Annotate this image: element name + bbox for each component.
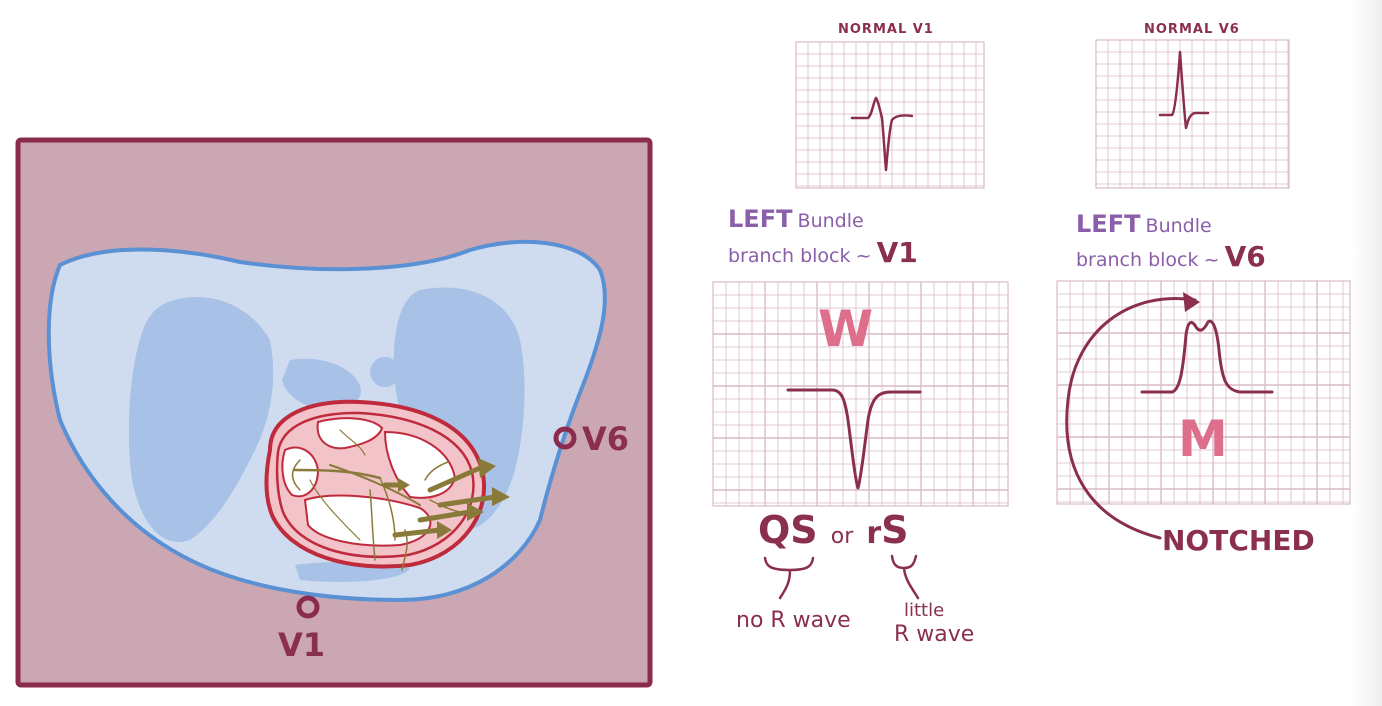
lbbb-v1-subheading: branch block ~ V1 <box>728 236 918 269</box>
lbbb-v6-bundle-word: Bundle <box>1145 215 1212 237</box>
lbbb-v6-subheading: branch block ~ V6 <box>1076 240 1266 273</box>
lbbb-v6-waveform <box>1140 319 1274 394</box>
lbbb-v1-tilde: ~ <box>855 245 872 267</box>
qs-brace <box>763 556 815 600</box>
right-ventricle-cavity <box>316 417 384 450</box>
lbbb-v1-left-word: LEFT <box>728 205 793 233</box>
big-s-text: S <box>881 508 909 552</box>
v6-electrode-label: V6 <box>582 420 630 458</box>
normal-v1-waveform <box>850 96 914 172</box>
lbbb-v1-lead: V1 <box>876 236 918 269</box>
left-atrium-cavity <box>281 446 320 498</box>
left-lung <box>128 296 274 542</box>
lbbb-v1-waveform <box>786 388 922 490</box>
w-letter: W <box>818 300 874 358</box>
no-r-wave-note: no R wave <box>736 608 851 633</box>
notch-pointer-arrow <box>1065 297 1197 540</box>
mediastinum <box>282 358 361 410</box>
lbbb-v6-lead: V6 <box>1224 240 1266 273</box>
v1-electrode-label: V1 <box>278 626 326 664</box>
qs-text: QS <box>758 508 818 552</box>
grid-border <box>795 41 985 189</box>
normal-v1-title: NORMAL V1 <box>838 22 934 37</box>
lbbb-v1-bundle-word: Bundle <box>797 210 864 232</box>
notch-pointer-arrowhead <box>1183 292 1200 312</box>
or-text: or <box>830 524 854 549</box>
depolarization-arrows <box>382 458 510 539</box>
conduction-system <box>291 429 461 571</box>
edge-shade <box>1352 0 1382 706</box>
r-wave-note: R wave <box>894 622 975 647</box>
lbbb-v6-grid <box>1056 280 1351 505</box>
rs-brace <box>890 554 920 600</box>
m-letter: M <box>1178 410 1228 468</box>
lbbb-v1-grid <box>712 281 1009 507</box>
electrode-circle-icon <box>296 595 320 619</box>
electrode-circle-icon <box>553 426 577 450</box>
lbbb-v6-branch-words: branch block <box>1076 249 1199 271</box>
lbbb-v1-heading: LEFT Bundle <box>728 205 864 233</box>
normal-v1-grid <box>795 41 985 189</box>
lbbb-v6-left-word: LEFT <box>1076 210 1141 238</box>
little-note: little <box>904 600 945 621</box>
lbbb-v1-branch-words: branch block <box>728 245 851 267</box>
spine <box>370 357 400 387</box>
lbbb-v6-tilde: ~ <box>1203 249 1220 271</box>
lbbb-v6-heading: LEFT Bundle <box>1076 210 1212 238</box>
grid-border <box>1056 280 1351 505</box>
notched-label: NOTCHED <box>1162 524 1315 557</box>
normal-v6-title: NORMAL V6 <box>1144 22 1240 37</box>
small-r-text: r <box>866 516 882 551</box>
qs-or-rs-label: QS or rS <box>758 508 909 552</box>
normal-v6-waveform <box>1158 50 1210 130</box>
